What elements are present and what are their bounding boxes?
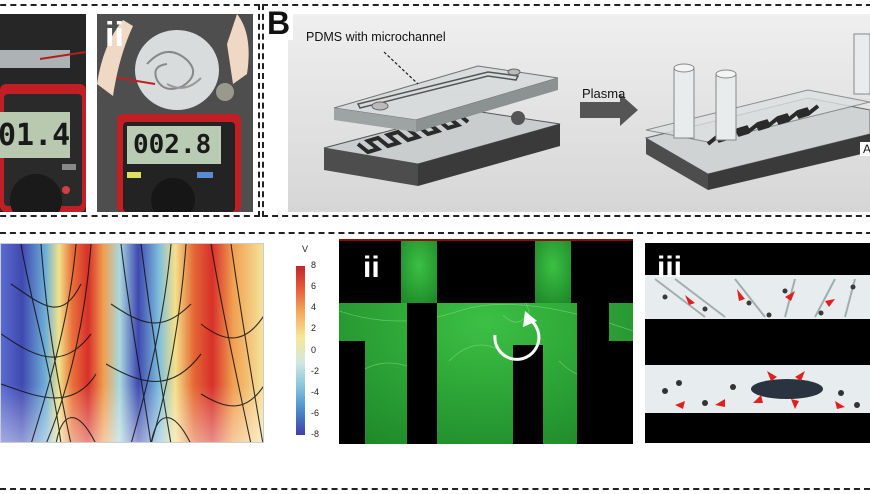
bottom-dash-line xyxy=(0,488,870,490)
photo-multimeter-i: 01.4 xyxy=(0,14,86,212)
plasma-label: Plasma xyxy=(582,86,626,101)
panel-a-frame xyxy=(0,4,260,217)
colorbar-tick-label: 4 xyxy=(311,302,317,313)
colorbar-tick-label: 8 xyxy=(311,260,317,270)
pdms-callout: PDMS with microchannel xyxy=(306,30,446,44)
sub-label-c-ii: ii xyxy=(363,251,380,284)
colorbar-tick-label: 0 xyxy=(311,344,317,355)
colorbar-tick-label: -2 xyxy=(311,365,320,376)
colorbar-ticks: 8 6 4 2 0 -2 -4 -6 -8 xyxy=(311,260,335,439)
particle-image: iii xyxy=(645,243,870,443)
colorbar-tick-label: -4 xyxy=(311,386,320,397)
panel-b-frame xyxy=(262,4,870,217)
photo-multimeter-ii: 002.8 ii xyxy=(97,14,253,212)
edge-label: A xyxy=(860,142,870,156)
colorbar-tick-label: -8 xyxy=(311,429,320,439)
colorbar xyxy=(296,266,305,435)
colorbar-tick-label: 2 xyxy=(311,323,317,334)
meter-ii-reading: 002.8 xyxy=(133,130,212,160)
meter-i-reading: 01.4 xyxy=(0,118,71,153)
sub-label-c-iii: iii xyxy=(657,251,683,284)
panel-c-frame xyxy=(0,232,870,494)
field-map xyxy=(0,243,264,443)
colorbar-tick-label: 6 xyxy=(311,281,317,292)
panel-b-letter: B xyxy=(264,6,294,40)
colorbar-tick-label: -6 xyxy=(311,407,320,418)
colorbar-unit: V xyxy=(302,244,309,254)
fluorescence-image: ii xyxy=(339,239,633,444)
panel-b-illustration: PDMS with microchannel Plasma A xyxy=(288,14,870,212)
sub-label-a-ii: ii xyxy=(105,16,124,54)
